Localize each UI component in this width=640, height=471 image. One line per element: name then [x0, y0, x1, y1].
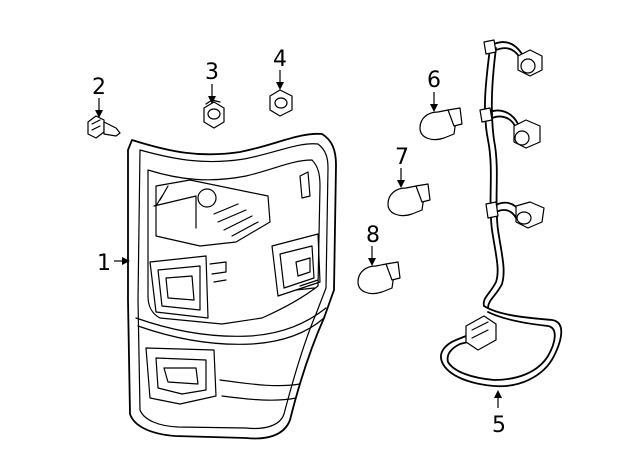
callout-6: 6: [427, 68, 441, 93]
bulb-8[interactable]: [357, 261, 401, 295]
callout-2: 2: [92, 75, 106, 100]
bulb-7[interactable]: [387, 183, 431, 217]
tail-lamp-assembly[interactable]: [127, 132, 337, 440]
hex-nut[interactable]: [269, 89, 293, 117]
callout-1: 1: [97, 251, 111, 276]
callout-8: 8: [366, 223, 380, 248]
mounting-screw[interactable]: [87, 115, 121, 139]
callout-5: 5: [492, 413, 506, 438]
grommet-nut[interactable]: [203, 99, 225, 129]
bulb-6[interactable]: [419, 107, 463, 141]
callout-7: 7: [395, 145, 409, 170]
callout-4: 4: [273, 47, 287, 72]
leader-lines: [95, 70, 502, 408]
wiring-harness[interactable]: [440, 39, 563, 388]
callout-3: 3: [205, 60, 219, 85]
